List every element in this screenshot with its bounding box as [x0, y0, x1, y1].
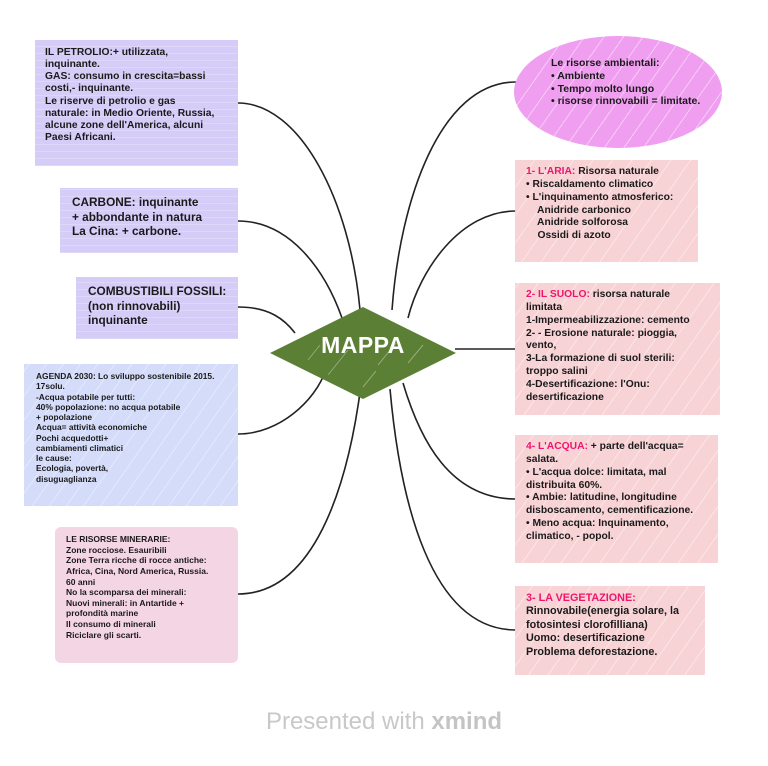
topic-line: fotosintesi clorofilliana) [526, 618, 648, 631]
topic-line: Rinnovabile(energia solare, la [526, 605, 680, 618]
central-topic-shape[interactable] [268, 305, 458, 401]
topic-line: profondità marine [66, 608, 139, 619]
topic-line: COMBUSTIBILI FOSSILI: [88, 284, 227, 298]
topic-risorse-ambientali[interactable]: Le risorse ambientali: • Ambiente • Temp… [514, 36, 722, 148]
topic-line: CARBONE: inquinante [72, 195, 199, 209]
topic-line: La Cina: + carbone. [72, 224, 182, 239]
topic-line: costi,- inquinante. [45, 83, 134, 95]
connector-vegetazione [389, 388, 517, 631]
topic-aria[interactable]: 1- L'ARIA: Risorsa naturale • Riscaldame… [515, 160, 698, 262]
topic-line: + popolazione [36, 412, 93, 422]
topic-line: GAS: consumo in crescita=bassi [45, 71, 206, 83]
topic-line: disuguaglianza [36, 473, 97, 484]
topic-line: 1-Impermeabilizzazione: cemento [526, 314, 690, 326]
topic-combustibili[interactable]: COMBUSTIBILI FOSSILI: (non rinnovabili) … [76, 277, 238, 339]
topic-heading: 4- L'ACQUA: [526, 441, 588, 452]
topic-line: • Riscaldamento climatico [526, 178, 654, 190]
topic-line: • Ambie: latitudine, longitudine [526, 492, 677, 504]
topic-line: inquinante. [45, 59, 100, 71]
topic-line: 2- - Erosione naturale: pioggia, [526, 327, 678, 339]
connector-aria [407, 210, 517, 319]
topic-line: 40% popolazione: no acqua potabile [36, 401, 181, 412]
topic-acqua[interactable]: 4- L'ACQUA: + parte dell'acqua= salata. … [515, 435, 718, 563]
topic-line: Paesi Africani. [45, 131, 116, 143]
topic-petrolio[interactable]: IL PETROLIO:+ utilizzata, inquinante. GA… [35, 40, 238, 166]
topic-line: climatico, - popol. [526, 531, 614, 543]
topic-line: le cause: [36, 453, 72, 463]
topic-line: inquinante [88, 313, 148, 328]
topic-line: (non rinnovabili) [88, 298, 181, 313]
topic-line: Zone rocciose. Esauribili [66, 544, 167, 555]
topic-line: + parte dell'acqua= [587, 441, 684, 452]
topic-line: Le risorse ambientali: [551, 57, 660, 69]
topic-line: Africa, Cina, Nord America, Russia. [66, 565, 209, 576]
topic-carbone[interactable]: CARBONE: inquinante + abbondante in natu… [60, 188, 238, 253]
topic-line: Ecologia, povertà, [36, 463, 109, 474]
topic-line: limitata [526, 301, 563, 313]
topic-line: alcune zone dell'America, alcuni [45, 119, 204, 131]
topic-line: Ossidi di azoto [526, 230, 611, 242]
topic-line: 3-La formazione di suol sterili: [526, 353, 675, 365]
topic-line: • Meno acqua: Inquinamento, [526, 518, 669, 530]
connector-ambientali [391, 81, 517, 311]
topic-line: -Acqua potabile per tutti: [36, 391, 136, 402]
topic-line: Riciclare gli scarti. [66, 629, 142, 640]
topic-line: naturale: in Medio Oriente, Russia, [45, 107, 215, 119]
connector-petrolio [237, 102, 361, 311]
topic-line: disboscamento, cementificazione. [526, 505, 694, 517]
connector-carbone [237, 220, 343, 319]
topic-line: Risorsa naturale [575, 166, 659, 177]
topic-heading: 1- L'ARIA: [526, 166, 576, 177]
central-topic-label: MAPPA [321, 332, 405, 358]
topic-risorse-minerarie[interactable]: LE RISORSE MINERARIE: Zone rocciose. Esa… [55, 527, 238, 663]
topic-line: Zone Terra ricche di rocce antiche: [66, 555, 207, 566]
topic-vegetazione[interactable]: 3- LA VEGETAZIONE: Rinnovabile(energia s… [515, 586, 705, 675]
topic-line: • L'acqua dolce: limitata, mal [526, 466, 667, 478]
topic-line: • Ambiente [551, 69, 606, 82]
topic-line: 60 anni [66, 576, 96, 587]
topic-line: Anidride solforosa [526, 217, 629, 229]
topic-line: Nuovi minerali: in Antartide + [66, 597, 184, 608]
topic-line: No la scomparsa dei minerali: [66, 587, 187, 598]
footer-prefix: Presented with [265, 708, 432, 735]
topic-line: AGENDA 2030: Lo sviluppo sostenibile 201… [36, 371, 215, 381]
topic-line: cambiamenti climatici [36, 442, 124, 453]
topic-agenda-2030[interactable]: AGENDA 2030: Lo sviluppo sostenibile 201… [24, 364, 238, 506]
topic-line: Il consumo di minerali [66, 619, 156, 629]
topic-line: risorsa naturale [589, 289, 671, 300]
topic-line: distribuita 60%. [526, 479, 603, 491]
topic-line: salata. [526, 453, 559, 465]
topic-line: LE RISORSE MINERARIE: [66, 534, 171, 544]
topic-heading: 3- LA VEGETAZIONE: [526, 592, 636, 604]
topic-line: Problema deforestazione. [526, 645, 658, 658]
topic-line: Pochi acquedotti+ [36, 432, 109, 443]
topic-line: Uomo: desertificazione [526, 632, 645, 645]
topic-line: • Tempo molto lungo [551, 82, 655, 95]
topic-line: 4-Desertificazione: l'Onu: [526, 379, 650, 391]
topic-line: IL PETROLIO:+ utilizzata, [45, 47, 169, 58]
topic-line: Le riserve di petrolio e gas [45, 95, 176, 107]
xmind-footer: Presented with xmind [0, 708, 768, 736]
topic-line: • L'inquinamento atmosferico: [526, 191, 674, 203]
topic-heading: 2- IL SUOLO: [526, 289, 590, 300]
topic-line: desertificazione [526, 391, 604, 403]
topic-line: troppo salini [526, 366, 588, 378]
topic-line: • risorse rinnovabili = limitate. [551, 95, 701, 108]
topic-line: + abbondante in natura [72, 209, 203, 224]
topic-line: 17solu. [36, 381, 65, 392]
xmind-logo: xmind [431, 708, 503, 735]
topic-line: Acqua= attività economiche [36, 422, 148, 433]
connector-minerarie [237, 384, 362, 595]
topic-line: Anidride carbonico [526, 204, 631, 216]
topic-line: vento, [526, 340, 557, 352]
topic-suolo[interactable]: 2- IL SUOLO: risorsa naturale limitata 1… [515, 283, 720, 415]
